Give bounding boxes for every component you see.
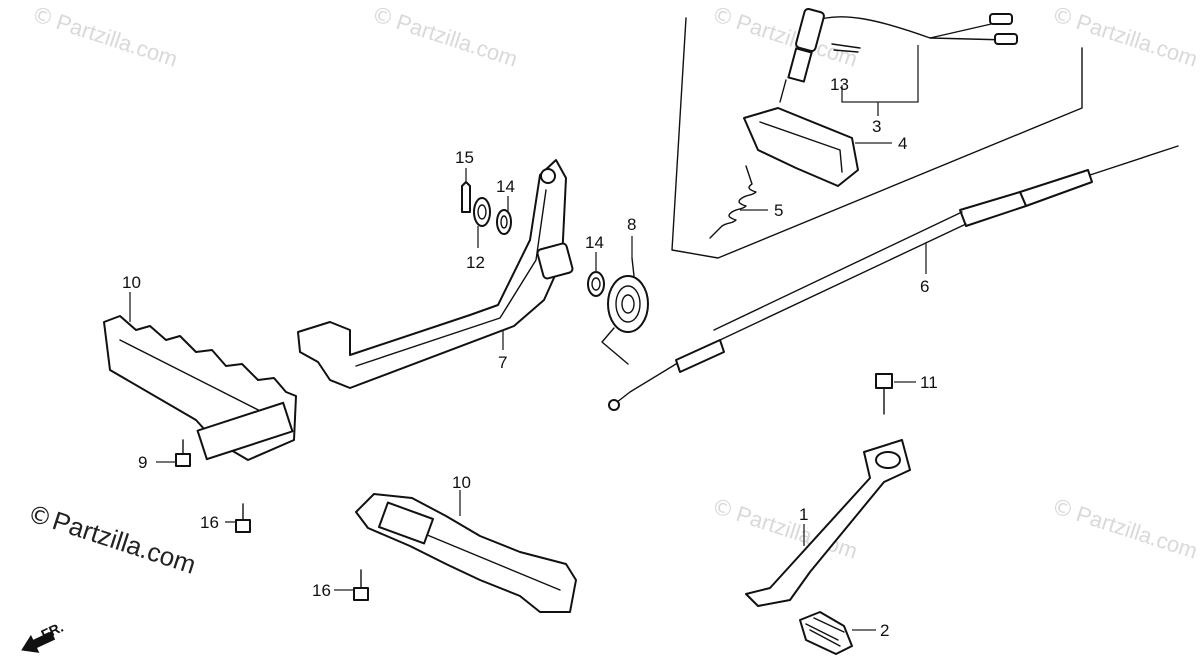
assembly-boundary (671, 17, 1083, 259)
watermark-symbol: © (368, 2, 397, 33)
callout-4: 4 (898, 134, 907, 153)
watermark-symbol: © (28, 2, 57, 33)
callout-5: 5 (774, 201, 783, 220)
footrest-left (103, 315, 297, 461)
leaders (129, 142, 927, 631)
switch-spring (709, 165, 757, 239)
callout-7: 7 (498, 353, 507, 372)
callout-15: 15 (455, 148, 474, 167)
callout-13: 13 (830, 75, 849, 94)
callout-3: 3 (872, 117, 881, 136)
callout-16-upper: 16 (200, 513, 219, 532)
front-indicator: FR. (21, 619, 66, 653)
callout-14-left: 14 (496, 177, 515, 196)
callouts: 1 2 3 4 5 6 7 8 9 10 10 11 12 13 14 14 1… (122, 75, 938, 640)
callout-8: 8 (627, 215, 636, 234)
change-lever (745, 439, 911, 607)
switch-bracket (743, 107, 859, 187)
watermark-symbol: © (1048, 2, 1077, 33)
watermark-symbol: © (708, 2, 737, 33)
watermark-symbol: © (1048, 494, 1077, 525)
washer-12 (473, 197, 491, 227)
washer-14a (496, 209, 512, 235)
callout-10-left: 10 (122, 273, 141, 292)
watermark-text: Partzilla.com (1073, 501, 1200, 564)
return-spring (601, 257, 649, 365)
bolt-16b (353, 569, 369, 601)
footrest-right (355, 493, 577, 613)
watermark-text: Partzilla.com (1073, 9, 1200, 72)
callout-6: 6 (920, 277, 929, 296)
leader-3 (841, 45, 919, 103)
stop-switch (779, 7, 1018, 103)
bolt-16a (235, 503, 251, 533)
front-label: FR. (39, 619, 66, 643)
corner-copyright-text: Partzilla.com (49, 505, 200, 580)
watermark-symbol: © (708, 494, 737, 525)
bolt-11 (875, 373, 893, 415)
washer-14b (587, 271, 605, 297)
callout-2: 2 (880, 621, 889, 640)
corner-copyright: © Partzilla.com (24, 499, 200, 580)
bolt-9 (175, 439, 191, 467)
watermark-text: Partzilla.com (393, 9, 520, 72)
callout-16-lower: 16 (312, 581, 331, 600)
lever-rubber (799, 611, 853, 655)
callout-14-right: 14 (585, 233, 604, 252)
callout-11: 11 (920, 373, 938, 392)
callout-12: 12 (466, 253, 485, 272)
callout-10-right: 10 (452, 473, 471, 492)
cotter-pin (461, 181, 471, 213)
brake-pedal (297, 159, 574, 389)
callout-1: 1 (799, 505, 808, 524)
front-arrow-icon (21, 631, 56, 653)
brake-cable (608, 145, 1179, 411)
callout-9: 9 (138, 453, 147, 472)
watermark-text: Partzilla.com (53, 9, 180, 72)
